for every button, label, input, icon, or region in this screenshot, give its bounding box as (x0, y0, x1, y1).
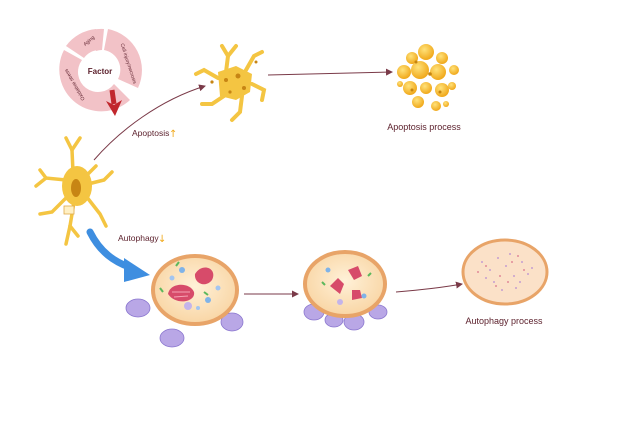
autophagy-cell-3 (461, 238, 549, 306)
neuron-icon (34, 136, 114, 246)
factor-wheel: Factor Aging Cell injury/necrosis Oxidat… (59, 28, 142, 112)
autophagy-process-label: Autophagy process (465, 316, 543, 326)
apoptotic-bodies-icon (397, 44, 459, 111)
autophagy-down-arrow-icon: ↓ (158, 234, 166, 245)
apoptosis-process-label: Apoptosis process (387, 122, 461, 132)
autophagy-label: Autophagy (118, 233, 159, 243)
apoptosis-label: Apoptosis (132, 128, 169, 138)
factor-segment-aging (66, 28, 104, 58)
connector-to-autophagy-process (395, 281, 463, 293)
connector-to-apoptosis (93, 84, 206, 161)
apoptosis-up-arrow-icon: ↑ (169, 129, 177, 140)
connector-to-apoptosis-process (267, 68, 393, 76)
autophagy-cell-2 (303, 250, 388, 331)
factor-segment-cell-injury (104, 29, 142, 88)
factor-center-label: Factor (88, 67, 112, 76)
damaged-neuron-icon (194, 44, 267, 122)
blue-arrow-icon (86, 228, 150, 282)
autophagy-cell-1 (125, 254, 244, 348)
red-arrow-icon (106, 89, 122, 116)
